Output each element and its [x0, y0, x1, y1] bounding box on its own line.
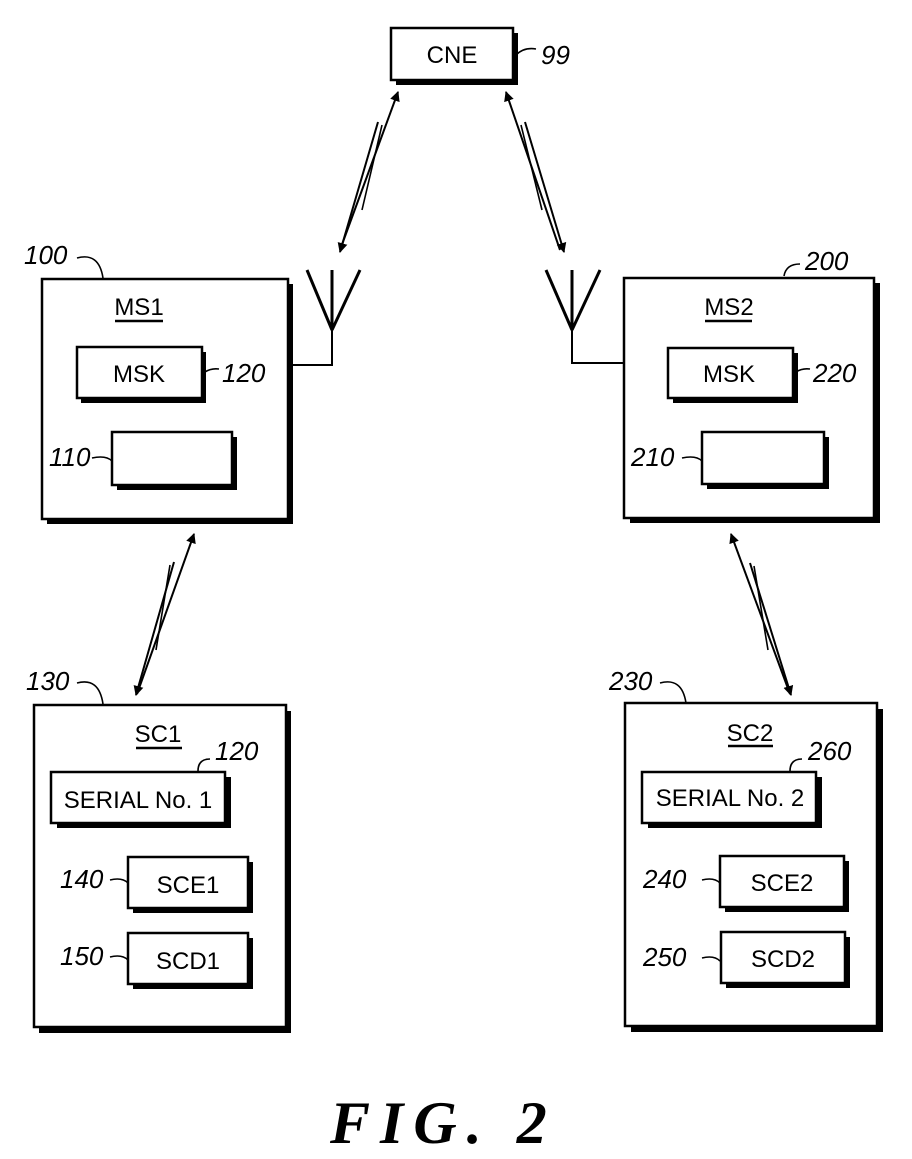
ms2-ref-leader — [784, 264, 800, 276]
cne-block: CNE — [391, 28, 518, 85]
ms1-label: MS1 — [114, 294, 163, 321]
ms1-ref: 100 — [24, 240, 68, 270]
sc1-label: SC1 — [135, 721, 182, 748]
sc1-ref: 130 — [26, 666, 70, 696]
link-cne-ms1 — [340, 92, 398, 252]
arrow-down-icon — [340, 122, 378, 252]
arrow-up-icon — [340, 92, 398, 250]
sc2-scd-label: SCD2 — [751, 946, 815, 973]
sc2-serial-ref: 260 — [807, 736, 852, 766]
sc2-ref: 230 — [608, 666, 653, 696]
sc1-scd-ref: 150 — [60, 941, 104, 971]
ms2-msk-label: MSK — [703, 361, 755, 388]
link-ms1-sc1 — [136, 534, 194, 695]
sc2-scd-ref: 250 — [642, 942, 687, 972]
arrow-down-icon — [525, 122, 564, 252]
sc2-serial-label: SERIAL No. 2 — [656, 785, 805, 812]
sc2-label: SC2 — [727, 720, 774, 747]
antenna-1-icon — [288, 270, 360, 365]
ms2-ref: 200 — [804, 246, 849, 276]
link-cne-ms2 — [506, 92, 564, 252]
antenna-2-icon — [546, 270, 624, 363]
sc1-serial-label: SERIAL No. 1 — [64, 787, 213, 814]
ms2-msk-ref: 220 — [812, 358, 857, 388]
sc1-serial-ref: 120 — [215, 736, 259, 766]
arrow-up-icon — [137, 534, 194, 694]
ms1-msk-ref: 120 — [222, 358, 266, 388]
ms2-label: MS2 — [704, 294, 753, 321]
sc2-ref-leader — [660, 682, 686, 703]
cne-ref-leader — [516, 49, 536, 55]
ms1-block: MS1 MSK — [42, 279, 293, 524]
sc2-sce-ref: 240 — [642, 864, 687, 894]
arrow-down-icon — [136, 562, 174, 695]
ms2-block: MS2 MSK — [624, 278, 880, 523]
cne-ref: 99 — [541, 40, 570, 70]
sc1-sce-ref: 140 — [60, 864, 104, 894]
figure-caption: FIG. 2 — [329, 1090, 557, 1156]
ms1-ref-leader — [77, 257, 103, 278]
ms1-box-ref: 110 — [49, 442, 91, 472]
cne-label: CNE — [427, 42, 478, 69]
ms2-box-ref: 210 — [630, 442, 675, 472]
sc1-sce-label: SCE1 — [157, 872, 220, 899]
sc1-ref-leader — [77, 682, 103, 704]
link-ms2-sc2 — [731, 534, 791, 695]
arrow-up-icon — [731, 534, 790, 694]
signal-line — [754, 566, 768, 650]
sc2-sce-label: SCE2 — [751, 870, 814, 897]
ms1-msk-label: MSK — [113, 361, 165, 388]
sc1-scd-label: SCD1 — [156, 948, 220, 975]
